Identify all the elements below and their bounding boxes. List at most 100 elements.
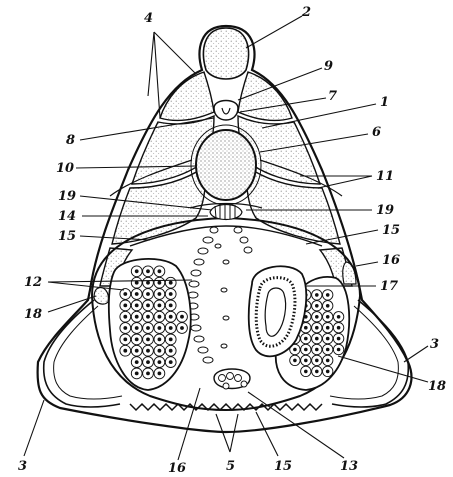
egg-nucleus [337, 326, 341, 330]
egg-nucleus [315, 315, 319, 319]
egg-nucleus [146, 338, 150, 342]
egg-nucleus [326, 348, 330, 352]
egg-nucleus [326, 315, 330, 319]
egg-nucleus [158, 338, 162, 342]
label-3-right: 3 [430, 337, 439, 352]
egg-nucleus [337, 348, 341, 352]
egg-nucleus [158, 304, 162, 308]
egg-nucleus [146, 372, 150, 376]
label-19-left: 19 [58, 189, 76, 204]
label-12: 12 [24, 275, 42, 290]
egg-nucleus [326, 359, 330, 363]
egg-nucleus [158, 349, 162, 353]
egg-nucleus [326, 337, 330, 341]
label-7: 7 [328, 89, 337, 104]
egg-nucleus [169, 292, 173, 296]
label-8: 8 [66, 133, 75, 148]
gill-bars [188, 227, 252, 363]
egg-nucleus [169, 326, 173, 330]
egg-nucleus [169, 304, 173, 308]
egg-nucleus [135, 326, 139, 330]
egg-nucleus [169, 338, 173, 342]
egg-nucleus [135, 281, 139, 285]
egg-nucleus [135, 292, 139, 296]
egg-nucleus [337, 337, 341, 341]
label-15-left: 15 [58, 229, 76, 244]
egg-nucleus [304, 348, 308, 352]
label-1: 1 [380, 95, 389, 110]
label-4: 4 [144, 11, 153, 26]
egg-nucleus [315, 370, 319, 374]
label-15-right: 15 [382, 223, 400, 238]
egg-nucleus [135, 338, 139, 342]
label-3-left: 3 [18, 459, 27, 474]
label-5: 5 [226, 459, 235, 474]
egg-nucleus [315, 326, 319, 330]
egg-nucleus [158, 281, 162, 285]
egg-nucleus [146, 269, 150, 273]
notochord [196, 130, 256, 200]
label-17: 17 [380, 279, 398, 294]
egg-nucleus [158, 292, 162, 296]
egg-nucleus [169, 315, 173, 319]
egg-nucleus [315, 304, 319, 308]
egg-nucleus [315, 293, 319, 297]
label-16-right: 16 [382, 253, 400, 268]
egg-nucleus [315, 359, 319, 363]
egg-nucleus [135, 304, 139, 308]
egg-nucleus [304, 370, 308, 374]
egg-nucleus [123, 292, 127, 296]
label-19-right: 19 [376, 203, 394, 218]
egg-nucleus [169, 360, 173, 364]
nephridium-left [94, 288, 108, 304]
egg-nucleus [180, 326, 184, 330]
egg-nucleus [135, 372, 139, 376]
label-9: 9 [324, 59, 333, 74]
egg-nucleus [135, 349, 139, 353]
egg-nucleus [326, 326, 330, 330]
label-15-bottom: 15 [274, 459, 292, 474]
label-11: 11 [376, 169, 394, 184]
label-13: 13 [340, 459, 358, 474]
egg-nucleus [158, 315, 162, 319]
egg-nucleus [146, 360, 150, 364]
egg-nucleus [158, 269, 162, 273]
egg-nucleus [293, 348, 297, 352]
egg-nucleus [326, 293, 330, 297]
egg-nucleus [135, 360, 139, 364]
egg-nucleus [135, 315, 139, 319]
label-6: 6 [372, 125, 381, 140]
egg-nucleus [146, 315, 150, 319]
egg-nucleus [326, 304, 330, 308]
egg-nucleus [180, 315, 184, 319]
egg-nucleus [146, 349, 150, 353]
egg-nucleus [123, 338, 127, 342]
egg-nucleus [326, 370, 330, 374]
label-16-bottom: 16 [168, 461, 186, 476]
egg-nucleus [123, 315, 127, 319]
egg-nucleus [169, 281, 173, 285]
label-10: 10 [56, 161, 74, 176]
dorsal-fin [203, 28, 248, 79]
egg-nucleus [169, 349, 173, 353]
egg-nucleus [158, 326, 162, 330]
egg-nucleus [158, 372, 162, 376]
egg-nucleus [146, 281, 150, 285]
egg-nucleus [135, 269, 139, 273]
egg-nucleus [315, 348, 319, 352]
egg-nucleus [123, 304, 127, 308]
egg-nucleus [304, 359, 308, 363]
label-18-right: 18 [428, 379, 446, 394]
egg-nucleus [315, 337, 319, 341]
egg-nucleus [158, 360, 162, 364]
label-2: 2 [301, 5, 311, 20]
egg-nucleus [146, 292, 150, 296]
egg-nucleus [123, 326, 127, 330]
egg-nucleus [337, 315, 341, 319]
egg-nucleus [304, 326, 308, 330]
egg-nucleus [146, 304, 150, 308]
nerve-cord [214, 101, 238, 121]
label-14: 14 [58, 209, 76, 224]
egg-nucleus [146, 326, 150, 330]
